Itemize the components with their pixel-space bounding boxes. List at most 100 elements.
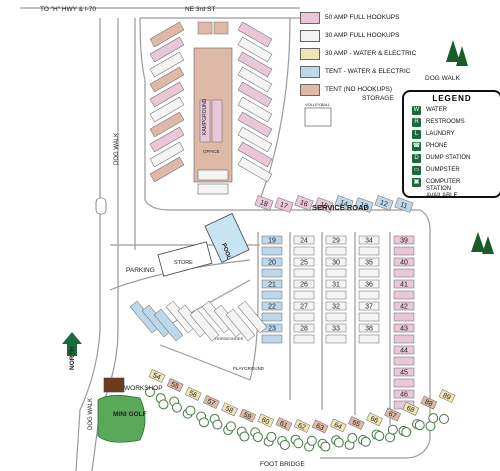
- workshop-building: [103, 377, 125, 393]
- north-loop-right-site: [237, 156, 273, 183]
- loop-row-site: [393, 334, 415, 344]
- store-building: [157, 241, 213, 277]
- site-number: 57: [206, 398, 216, 408]
- site-number: 17: [279, 201, 289, 210]
- site-number: 27: [300, 304, 308, 311]
- site-number: 45: [400, 370, 408, 377]
- site-number: 14: [339, 199, 349, 208]
- tree-icon: [198, 417, 209, 428]
- site-number: 67: [387, 411, 397, 421]
- pool: [204, 213, 250, 263]
- tree-icon: [212, 419, 223, 430]
- loop-row-site: 20: [261, 257, 283, 267]
- computer-icon: ▣: [412, 178, 421, 187]
- loop-row-site: [325, 290, 347, 300]
- foot-bridge-label: FOOT BRIDGE: [260, 461, 305, 468]
- site-number: 25: [300, 260, 308, 267]
- loop-row-site: 32: [325, 301, 347, 311]
- bottom-arc-site: 88: [420, 395, 438, 410]
- loop-row-site: [358, 334, 380, 344]
- site-number: 23: [268, 326, 276, 333]
- loop-row-site: [325, 334, 347, 344]
- loop-row-site: 37: [358, 301, 380, 311]
- left-angled-site: [153, 308, 184, 342]
- bottom-arc-site: 63: [311, 419, 329, 434]
- bottom-arc-site: 64: [329, 418, 347, 433]
- site-number: 39: [400, 238, 408, 245]
- site-number: 31: [332, 282, 340, 289]
- key-swatch: [300, 30, 320, 42]
- tree-cluster: [145, 387, 449, 452]
- tree-icon: [414, 420, 425, 431]
- site-number: 89: [442, 392, 452, 402]
- north-loop-left-site: [149, 81, 185, 108]
- north-loop-left-site: [149, 96, 185, 123]
- loop-row-site: [293, 290, 315, 300]
- dump-station-icon: D: [412, 154, 421, 163]
- kampground-office-label: KAMPGROUND: [202, 98, 208, 135]
- loop-row-site: 21: [261, 279, 283, 289]
- loop-row-site: [261, 246, 283, 256]
- north-loop-left-site: [149, 51, 185, 78]
- tree-icon: [347, 433, 358, 444]
- loop-row-site: [393, 312, 415, 322]
- loop-row-site: 27: [293, 301, 315, 311]
- site-number: 62: [297, 422, 307, 432]
- loop-row-site: [261, 268, 283, 278]
- office-label: OFFICE: [203, 149, 220, 154]
- loop-row-site: 42: [393, 301, 415, 311]
- tree-icon: [171, 402, 182, 413]
- volleyball-court: [304, 107, 332, 127]
- site-number: 15: [319, 201, 329, 210]
- site-number: 13: [359, 201, 369, 210]
- loop-row-site: 22: [261, 301, 283, 311]
- loop-row-site: [325, 268, 347, 278]
- bottom-arc-site: 66: [366, 412, 383, 427]
- loop-row-site: [293, 268, 315, 278]
- key-label: TENT - WATER & ELECTRIC: [325, 68, 411, 75]
- horseshoes-label: HORSESHOES: [215, 336, 244, 341]
- left-diagonal-sites: [149, 21, 185, 183]
- site-number: 11: [399, 201, 408, 210]
- loop-row-site: [393, 378, 415, 388]
- site-number: 42: [400, 304, 408, 311]
- propane-tank-icon: [95, 197, 107, 215]
- loop-row-sites: 1920212223242526272829303132333435363738…: [261, 235, 415, 410]
- service-road-site: 17: [274, 197, 294, 213]
- north-arrow-icon: [62, 332, 82, 356]
- workshop-label: WORKSHOP: [124, 385, 163, 392]
- bottom-arc-site: 54: [148, 369, 166, 383]
- site-number: 59: [242, 412, 252, 422]
- site-number: 35: [365, 260, 373, 267]
- loop-row-site: 45: [393, 367, 415, 377]
- bottom-arc-site: 62: [293, 419, 311, 433]
- north-loop-left-site: [149, 21, 185, 48]
- key-swatch: [300, 84, 320, 96]
- site-number: 64: [333, 422, 343, 432]
- loop-row-site: [293, 334, 315, 344]
- pine-trees-icon: [446, 40, 494, 254]
- loop-row-site: 31: [325, 279, 347, 289]
- pool-label: POOL: [220, 243, 232, 261]
- tree-icon: [333, 437, 344, 448]
- tree-icon: [252, 432, 263, 443]
- site-number: 36: [365, 282, 373, 289]
- bottom-arc-site: 56: [184, 386, 202, 401]
- loop-row-site: [293, 246, 315, 256]
- north-loop-sites: [193, 21, 233, 195]
- site-number: 41: [400, 282, 408, 289]
- bottom-arc-site: 57: [203, 395, 220, 409]
- key-label: 30 AMP FULL HOOKUPS: [325, 32, 400, 39]
- legend-label: RESTROOMS: [426, 119, 465, 125]
- site-number: 16: [299, 199, 309, 208]
- tree-icon: [387, 424, 398, 435]
- tree-icon: [360, 436, 371, 447]
- tree-icon: [401, 427, 412, 438]
- key-label: 30 AMP - WATER & ELECTRIC: [325, 50, 417, 57]
- legend-label: WATER: [426, 107, 447, 113]
- left-angled-sites: [129, 300, 268, 342]
